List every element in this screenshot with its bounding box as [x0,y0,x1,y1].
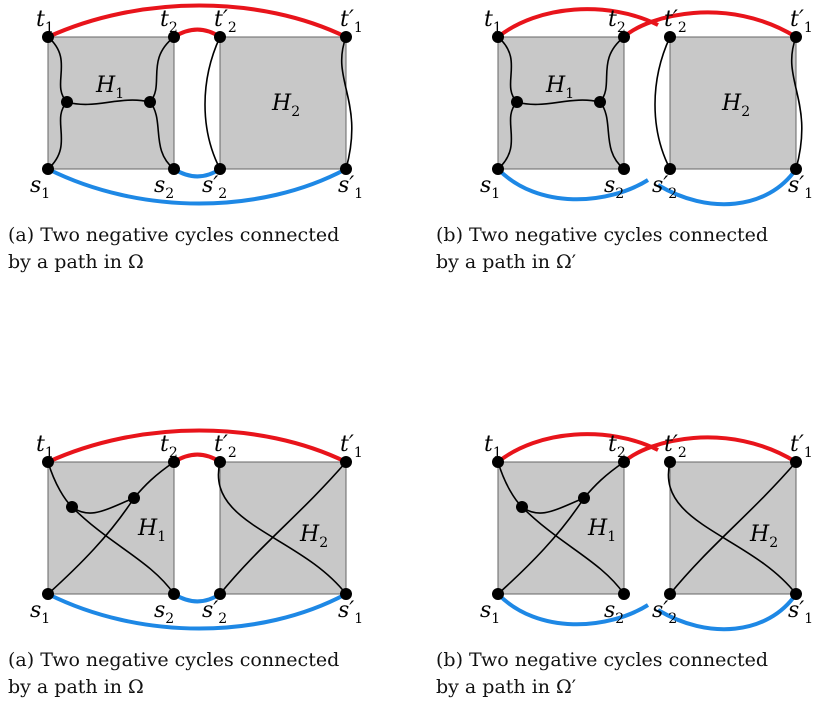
svg-text:t′1: t′1 [790,432,813,461]
caption-line-1: (b) Two negative cycles connected [436,649,769,671]
svg-text:t2: t2 [608,7,626,36]
vertices [42,31,352,175]
svg-text:s′2: s′2 [652,173,677,202]
caption-line-1: (b) Two negative cycles connected [436,224,769,246]
svg-text:t2: t2 [160,432,178,461]
figure-caption: (a) Two negative cycles connected by a p… [8,222,408,276]
blue-path-left [496,167,650,202]
edge [204,36,221,170]
svg-text:t′2: t′2 [664,432,687,461]
svg-text:t1: t1 [36,432,54,461]
svg-text:s′1: s′1 [788,598,813,627]
label-t1: t1 [36,7,54,36]
figure-top-left: t1 t2 t′2 t′1 s1 s2 s′2 s′1 H1 H2 (a) Tw… [0,0,400,300]
svg-text:t′1: t′1 [790,7,813,36]
svg-text:s′1: s′1 [338,598,363,627]
svg-text:H2: H2 [749,522,778,551]
label-s2: s2 [154,173,174,202]
red-path-left [496,7,659,39]
label-s1: s1 [30,173,50,202]
blue-path-right [656,167,798,207]
svg-text:s1: s1 [30,598,50,627]
svg-text:H2: H2 [721,91,750,120]
caption-line-2: by a path in Ω′ [436,251,577,273]
edge [340,36,353,170]
label-s1-prime: s′1 [338,173,363,202]
svg-text:H1: H1 [545,73,574,102]
caption-line-2: by a path in Ω [8,676,144,698]
label-h2: H2 [271,91,300,120]
graph-diagram: t1 t2 t′2 t′1 s1 s2 s′2 s′1 H1 H2 [480,7,813,207]
red-path-right [622,10,798,39]
label-h1: H1 [95,73,124,102]
box-h2 [219,36,347,170]
svg-text:H2: H2 [299,522,328,551]
figure-top-right: t1 t2 t′2 t′1 s1 s2 s′2 s′1 H1 H2 (b) Tw… [428,0,828,300]
svg-text:s2: s2 [604,173,624,202]
graph-diagram: t1 t2 t′2 t′1 s1 s2 s′2 s′1 H1 H2 [480,432,813,632]
caption-line-1: (a) Two negative cycles connected [8,224,340,246]
svg-text:H1: H1 [587,516,616,545]
label-s2-prime: s′2 [202,173,227,202]
svg-text:s1: s1 [480,598,500,627]
svg-text:s′2: s′2 [652,598,677,627]
svg-text:t′1: t′1 [340,432,363,461]
graph-diagram: t1 t2 t′2 t′1 s1 s2 s′2 s′1 H1 H2 [30,428,363,631]
svg-text:s2: s2 [154,598,174,627]
caption-line-2: by a path in Ω [8,251,144,273]
svg-text:s1: s1 [480,173,500,202]
svg-text:s′1: s′1 [788,173,813,202]
figure-caption: (b) Two negative cycles connected by a p… [436,222,836,276]
label-t1-prime: t′1 [340,7,363,36]
svg-text:t′2: t′2 [664,7,687,36]
figure-bottom-right: t1 t2 t′2 t′1 s1 s2 s′2 s′1 H1 H2 (b) Tw… [428,425,828,725]
figure-caption: (a) Two negative cycles connected by a p… [8,647,408,701]
caption-line-2: by a path in Ω′ [436,676,577,698]
figure-bottom-left: t1 t2 t′2 t′1 s1 s2 s′2 s′1 H1 H2 (a) Tw… [0,425,400,725]
svg-text:t2: t2 [608,432,626,461]
label-t2: t2 [160,7,178,36]
svg-text:s′2: s′2 [202,598,227,627]
svg-text:t′2: t′2 [214,432,237,461]
svg-text:s2: s2 [604,598,624,627]
svg-text:t1: t1 [484,432,502,461]
caption-line-1: (a) Two negative cycles connected [8,649,340,671]
svg-text:H1: H1 [137,516,166,545]
graph-diagram: t1 t2 t′2 t′1 s1 s2 s′2 s′1 H1 H2 [30,3,363,206]
edge [66,99,151,106]
figure-caption: (b) Two negative cycles connected by a p… [436,647,836,701]
svg-text:t1: t1 [484,7,502,36]
label-t2-prime: t′2 [214,7,237,36]
bottom-blue-path [47,167,347,206]
top-red-path [47,3,347,39]
